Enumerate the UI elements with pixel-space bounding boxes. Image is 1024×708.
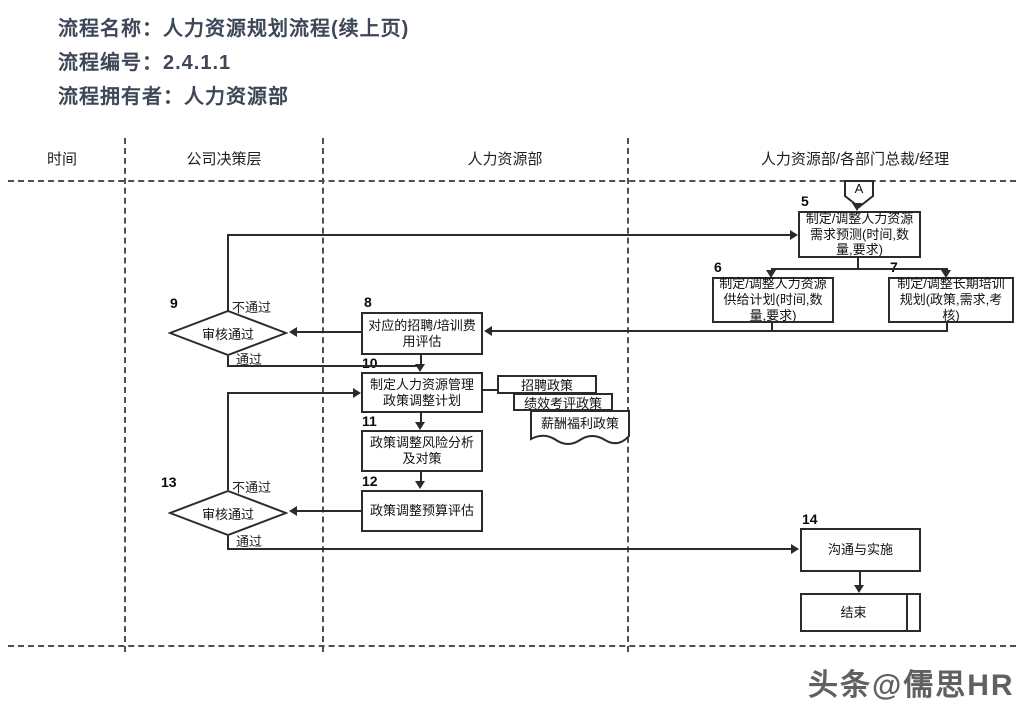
arrowhead xyxy=(353,388,361,398)
document-shape xyxy=(530,410,630,445)
arrowhead xyxy=(415,364,425,372)
watermark-toutiao-rusi-hr: 头条@儒思HR xyxy=(808,669,1015,702)
process-box-11: 政策调整风险分析及对策 xyxy=(361,430,483,472)
flow-line xyxy=(420,413,422,424)
lane-divider-1 xyxy=(124,138,126,652)
edge-label-fail-13: 不通过 xyxy=(232,480,272,495)
step-number-6: 6 xyxy=(714,259,722,275)
step-number-5: 5 xyxy=(801,193,809,209)
process-box-7: 制定/调整长期培训规划(政策,需求,考核) xyxy=(888,276,1014,323)
decision-9-label: 审核通过 xyxy=(201,326,254,342)
end-box-inner-bar xyxy=(906,593,908,632)
flow-line xyxy=(771,268,948,270)
process-number: 流程编号：2.4.1.1 xyxy=(58,52,232,74)
process-name: 流程名称：人力资源规划流程(续上页) xyxy=(58,18,410,40)
step-number-14: 14 xyxy=(802,511,818,527)
edge-label-fail-9: 不通过 xyxy=(232,300,272,315)
flow-line xyxy=(227,234,793,236)
step-number-12: 12 xyxy=(362,473,378,489)
lane-header-hr-managers: 人力资源部/各部门总裁/经理 xyxy=(760,151,950,168)
lane-header-decision-layer: 公司决策层 xyxy=(186,151,262,168)
step-number-13: 13 xyxy=(161,474,177,490)
step-number-11: 11 xyxy=(362,413,377,429)
document-recruit-policy: 招聘政策 xyxy=(497,375,597,394)
lane-divider-2 xyxy=(322,138,324,652)
process-box-14: 沟通与实施 xyxy=(800,528,921,572)
arrowhead xyxy=(854,585,864,593)
arrowhead xyxy=(289,506,297,516)
flow-line xyxy=(771,323,773,332)
flow-line xyxy=(294,510,361,512)
document-welfare-label: 薪酬福利政策 xyxy=(540,416,619,431)
decision-13-label: 审核通过 xyxy=(201,506,254,522)
flow-line xyxy=(946,323,948,332)
lane-divider-3 xyxy=(627,138,629,652)
arrowhead xyxy=(766,270,776,278)
title-block: 流程名称：人力资源规划流程(续上页) 流程编号：2.4.1.1 流程拥有者：人力… xyxy=(58,12,409,114)
flow-line xyxy=(227,548,793,550)
flow-line xyxy=(859,572,861,587)
flow-line xyxy=(420,355,422,367)
lane-header-time: 时间 xyxy=(46,151,78,168)
flow-line xyxy=(483,389,497,391)
arrowhead xyxy=(484,326,492,336)
offpage-connector-label: A xyxy=(854,181,864,196)
process-box-5: 制定/调整人力资源需求预测(时间,数量,要求) xyxy=(798,211,921,258)
lane-header-hr-dept: 人力资源部 xyxy=(467,151,543,168)
flow-line xyxy=(227,365,423,367)
flow-line xyxy=(227,392,353,394)
flow-line xyxy=(420,472,422,483)
flow-line xyxy=(227,235,229,311)
arrowhead xyxy=(941,270,951,278)
decision-diamond-9: 审核通过 xyxy=(168,310,288,356)
step-number-8: 8 xyxy=(364,294,372,310)
flow-line xyxy=(227,536,229,550)
end-box: 结束 xyxy=(800,593,921,632)
flow-line xyxy=(492,330,948,332)
process-box-10: 制定人力资源管理政策调整计划 xyxy=(361,372,483,413)
decision-diamond-13: 审核通过 xyxy=(168,490,288,536)
lane-bottom-border xyxy=(8,645,1016,647)
document-welfare-policy: 薪酬福利政策 xyxy=(530,410,630,450)
process-box-8: 对应的招聘/培训费用评估 xyxy=(361,312,483,355)
arrowhead xyxy=(791,544,799,554)
arrowhead xyxy=(289,327,297,337)
step-number-7: 7 xyxy=(890,259,898,275)
flow-line xyxy=(857,258,859,270)
lane-top-border xyxy=(8,180,1016,182)
process-owner: 流程拥有者：人力资源部 xyxy=(58,86,289,108)
edge-label-pass-9: 通过 xyxy=(236,352,263,367)
diamond-shape xyxy=(168,310,288,356)
end-label: 结束 xyxy=(840,604,867,620)
arrowhead xyxy=(852,203,862,211)
arrowhead xyxy=(415,481,425,489)
edge-label-pass-13: 通过 xyxy=(236,534,263,549)
flow-line xyxy=(227,356,229,367)
flow-line xyxy=(227,392,229,490)
process-box-6: 制定/调整人力资源供给计划(时间,数量,要求) xyxy=(712,276,834,323)
offpage-connector-shape xyxy=(844,180,874,209)
flow-line xyxy=(294,331,361,333)
process-box-12: 政策调整预算评估 xyxy=(361,490,483,532)
document-appraisal-policy: 绩效考评政策 xyxy=(513,393,613,411)
diamond-shape xyxy=(168,490,288,536)
arrowhead xyxy=(790,230,798,240)
offpage-connector-a: A xyxy=(844,180,874,209)
arrowhead xyxy=(415,422,425,430)
step-number-10: 10 xyxy=(362,355,378,371)
step-number-9: 9 xyxy=(170,295,178,311)
